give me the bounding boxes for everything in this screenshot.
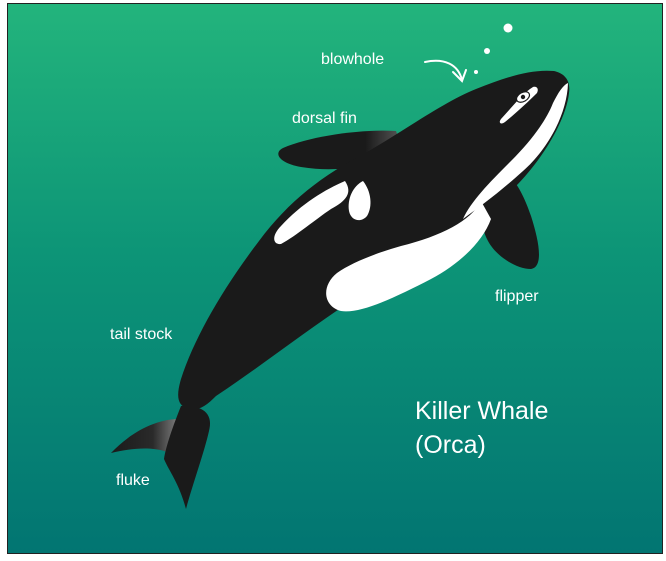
title-line-2: (Orca) — [415, 431, 486, 459]
bubble — [504, 24, 513, 33]
label-tail-stock: tail stock — [110, 326, 173, 343]
label-blowhole: blowhole — [321, 51, 384, 68]
title-line-1: Killer Whale — [415, 397, 548, 425]
label-fluke: fluke — [116, 472, 150, 489]
orca-diagram: blowhole dorsal fin flipper tail stock f… — [8, 4, 662, 553]
bubble — [484, 48, 490, 54]
diagram-frame: blowhole dorsal fin flipper tail stock f… — [7, 3, 663, 554]
label-dorsal-fin: dorsal fin — [292, 110, 357, 127]
label-flipper: flipper — [495, 288, 539, 305]
bubble — [474, 70, 478, 74]
